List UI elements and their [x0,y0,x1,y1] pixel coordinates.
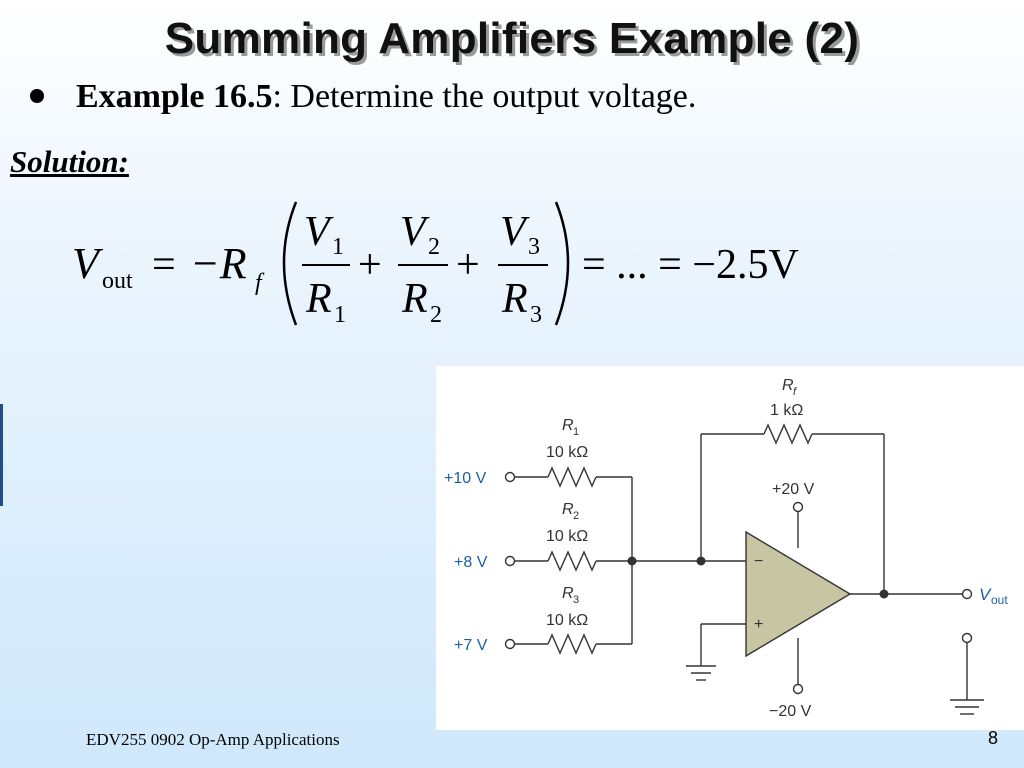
output-voltage-equation: V out = −R f V 1 R 1 + V 2 R 2 + V 3 R 3… [72,201,799,328]
eq-vout-sub: out [102,268,133,294]
eq-num2-sub: 2 [428,234,440,260]
input-terminal-1 [504,471,516,483]
example-label: Example 16.5 [76,78,273,115]
eq-equals: = [152,242,176,288]
left-accent-bar [0,404,3,506]
positive-supply-label: +20 V [772,481,815,498]
resistor-r3 [547,633,597,655]
negative-supply-label: −20 V [769,703,812,720]
rf-label: R [782,377,794,394]
input-2-voltage: +8 V [454,554,488,571]
eq-num1: V [304,209,334,255]
r3-label: R [562,585,574,602]
r2-label-sub: 2 [573,510,579,522]
eq-plus-2: + [456,242,480,288]
op-amp-triangle [745,530,852,658]
r2-value: 10 kΩ [546,528,588,545]
resistor-r1 [547,466,597,488]
op-amp-minus: − [754,553,763,570]
eq-neg-rf: −R [190,239,247,288]
slide-number: 8 [987,728,998,748]
negative-supply-terminal [792,683,804,695]
eq-num3-sub: 3 [528,234,540,260]
eq-den3-sub: 3 [530,302,542,328]
eq-result: = ... = −2.5V [582,242,799,288]
r1-value: 10 kΩ [546,444,588,461]
eq-left-paren [282,201,298,326]
eq-num1-sub: 1 [332,234,344,260]
eq-den3: R [501,276,528,322]
input-3-voltage: +7 V [454,637,488,654]
eq-den2: R [401,276,428,322]
input-1-voltage: +10 V [444,470,487,487]
eq-den1-sub: 1 [334,302,346,328]
output-terminal [961,588,973,600]
junction-dot-feedback [696,556,706,566]
eq-vout-var: V [72,239,104,288]
resistor-r2 [547,550,597,572]
input-terminal-3 [504,638,516,650]
positive-supply-terminal [792,501,804,513]
eq-den1: R [305,276,332,322]
vout-label-sub: out [991,593,1008,607]
eq-rf-sub: f [255,270,265,296]
r1-label-sub: 1 [573,426,579,438]
r3-value: 10 kΩ [546,612,588,629]
r1-label: R [562,417,574,434]
slide-title: Summing Amplifiers Example (2) [164,14,860,63]
example-text: : Determine the output voltage. [272,78,697,115]
footer-course: EDV255 0902 Op-Amp Applications [86,730,340,749]
circuit-diagram: − + R f 1 kΩ R 1 10 kΩ R 2 10 kΩ R 3 10 … [444,377,1008,720]
rf-label-sub: f [793,386,797,398]
solution-label: Solution: [10,144,129,179]
summing-amplifier-circuit: − + R f 1 kΩ R 1 10 kΩ R 2 10 kΩ R 3 10 … [436,366,1024,730]
r2-label: R [562,501,574,518]
eq-num3: V [500,209,530,255]
r3-label-sub: 3 [573,594,579,606]
bullet-line: Example 16.5: Determine the output volta… [30,78,696,116]
op-amp-plus: + [754,616,763,633]
rf-value: 1 kΩ [770,402,803,419]
vout-label: V [979,585,992,604]
resistor-rf [763,423,813,445]
output-ground-terminal [961,632,973,644]
junction-dot-output [879,589,889,599]
eq-num2: V [400,209,430,255]
eq-den2-sub: 2 [430,302,442,328]
bullet-icon [30,89,44,104]
input-terminal-2 [504,555,516,567]
eq-right-paren [554,201,570,326]
eq-plus-1: + [358,242,382,288]
junction-dot-sum [627,556,637,566]
